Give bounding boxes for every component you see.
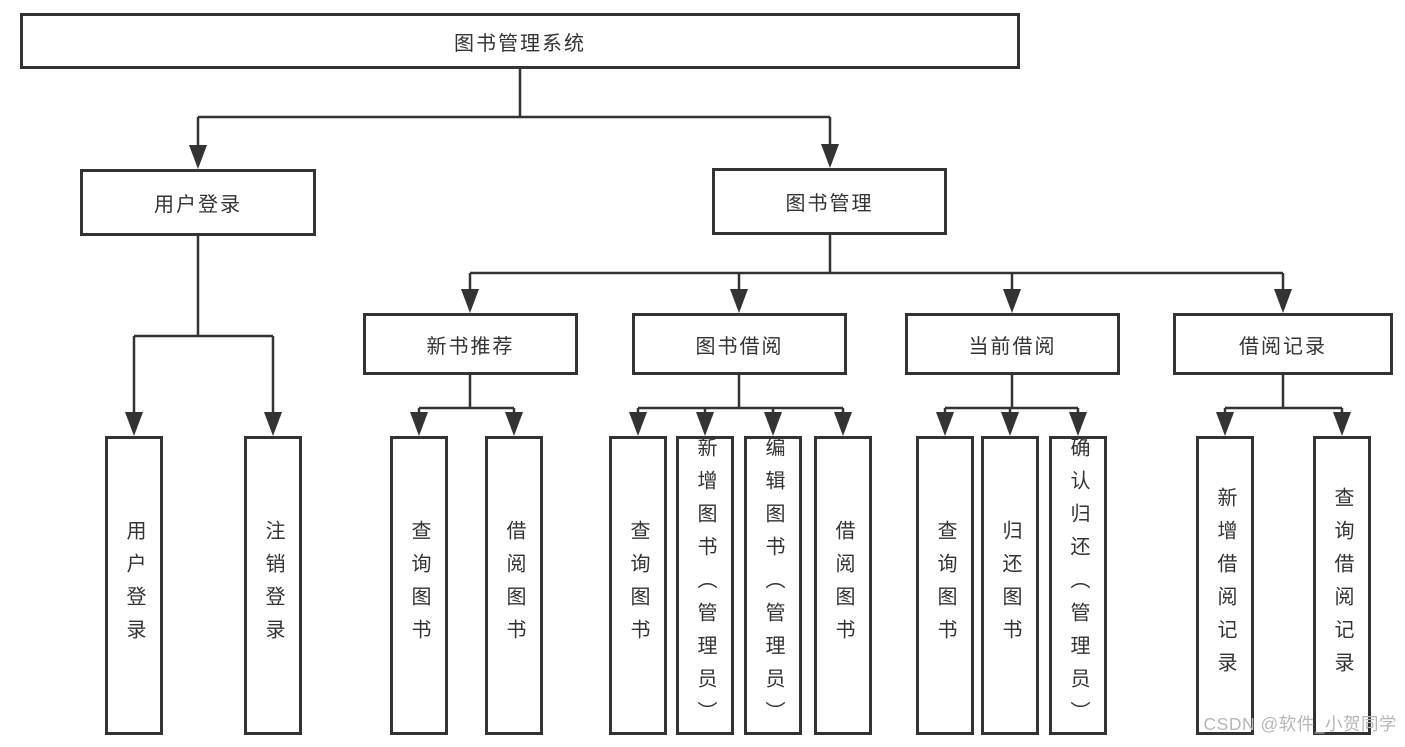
leaf-add-borrow-record: 新增借阅记录	[1196, 436, 1254, 735]
node-user-login: 用户登录	[80, 169, 316, 236]
leaf-edit-books-admin: 编辑图书（管理员）	[744, 436, 802, 735]
node-book-management: 图书管理	[712, 168, 947, 235]
leaf-query-books-current: 查询图书	[916, 436, 974, 735]
leaf-logout: 注销登录	[244, 436, 302, 735]
leaf-borrow-books: 借阅图书	[814, 436, 872, 735]
node-label: 查询借阅记录	[1331, 486, 1353, 685]
node-label: 新增图书（管理员）	[694, 437, 716, 734]
node-book-borrowing: 图书借阅	[632, 313, 847, 375]
csdn-watermark: CSDN @软件_小贺同学	[1203, 714, 1397, 734]
node-label: 查询图书	[934, 519, 956, 652]
node-label: 编辑图书（管理员）	[762, 437, 784, 734]
node-label: 图书管理	[785, 193, 874, 215]
leaf-return-books: 归还图书	[981, 436, 1039, 735]
node-label: 图书管理系统	[454, 32, 586, 55]
leaf-query-borrow-record: 查询借阅记录	[1313, 436, 1371, 735]
node-label: 确认归还（管理员）	[1067, 437, 1089, 734]
node-label: 归还图书	[999, 519, 1021, 652]
node-label: 借阅图书	[503, 519, 525, 652]
node-label: 借阅图书	[832, 519, 854, 652]
node-label: 新增借阅记录	[1214, 486, 1236, 685]
node-label: 用户登录	[154, 194, 242, 216]
leaf-borrow-books-newbook: 借阅图书	[485, 436, 543, 735]
node-label: 查询图书	[627, 519, 649, 652]
node-label: 新书推荐	[426, 335, 515, 358]
leaf-user-login: 用户登录	[105, 436, 163, 735]
leaf-query-books-borrowing: 查询图书	[609, 436, 667, 735]
leaf-confirm-return-admin: 确认归还（管理员）	[1049, 436, 1107, 735]
node-new-book-recommend: 新书推荐	[363, 313, 578, 375]
node-label: 图书借阅	[695, 335, 784, 358]
node-label: 用户登录	[123, 519, 145, 652]
leaf-add-books-admin: 新增图书（管理员）	[676, 436, 734, 735]
node-label: 查询图书	[408, 519, 430, 652]
node-borrowing-records: 借阅记录	[1173, 313, 1393, 375]
leaf-query-books-newbook: 查询图书	[390, 436, 448, 735]
arrowheads	[125, 144, 1351, 436]
node-system-root: 图书管理系统	[20, 13, 1020, 69]
node-label: 当前借阅	[968, 335, 1057, 358]
node-label: 注销登录	[262, 519, 284, 652]
node-label: 借阅记录	[1239, 335, 1327, 358]
node-current-borrowing: 当前借阅	[905, 313, 1120, 375]
